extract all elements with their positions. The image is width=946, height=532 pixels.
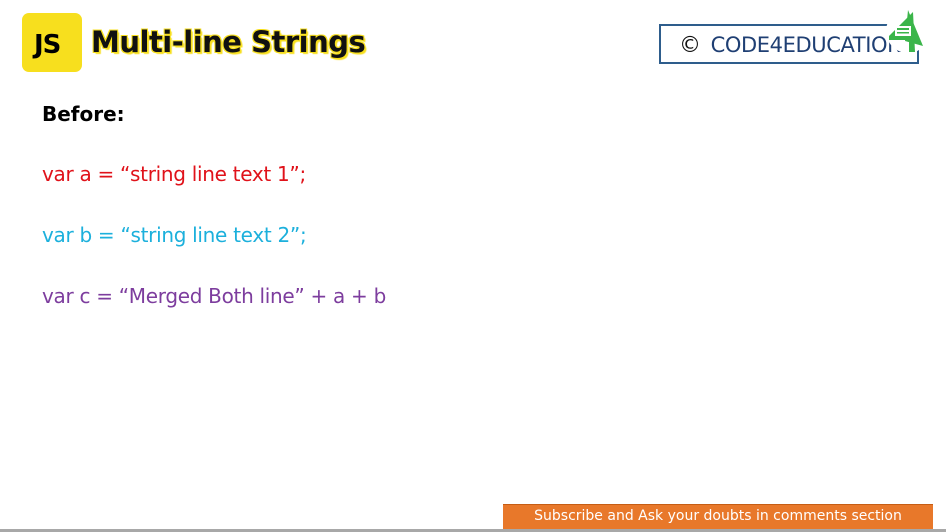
code-line-a: var a = “string line text 1”;	[42, 162, 306, 186]
copyright-symbol: ©	[679, 33, 701, 58]
brand-watermark: © CODE4EDUCATION	[659, 24, 919, 64]
before-label: Before:	[42, 102, 125, 126]
js-logo: JS	[22, 13, 82, 72]
bottom-divider	[0, 529, 946, 532]
code-line-b: var b = “string line text 2”;	[42, 223, 307, 247]
brand-name: CODE4EDUCATION	[710, 33, 903, 57]
brand-text: © CODE4EDUCATION	[679, 33, 903, 58]
subscribe-banner-text: Subscribe and Ask your doubts in comment…	[534, 508, 902, 524]
slide-title: Multi-line Strings	[91, 25, 366, 59]
subscribe-banner: Subscribe and Ask your doubts in comment…	[503, 504, 933, 529]
code-line-c: var c = “Merged Both line” + a + b	[42, 284, 386, 308]
code4education-badge-icon	[886, 9, 930, 53]
js-logo-text: JS	[34, 30, 61, 60]
